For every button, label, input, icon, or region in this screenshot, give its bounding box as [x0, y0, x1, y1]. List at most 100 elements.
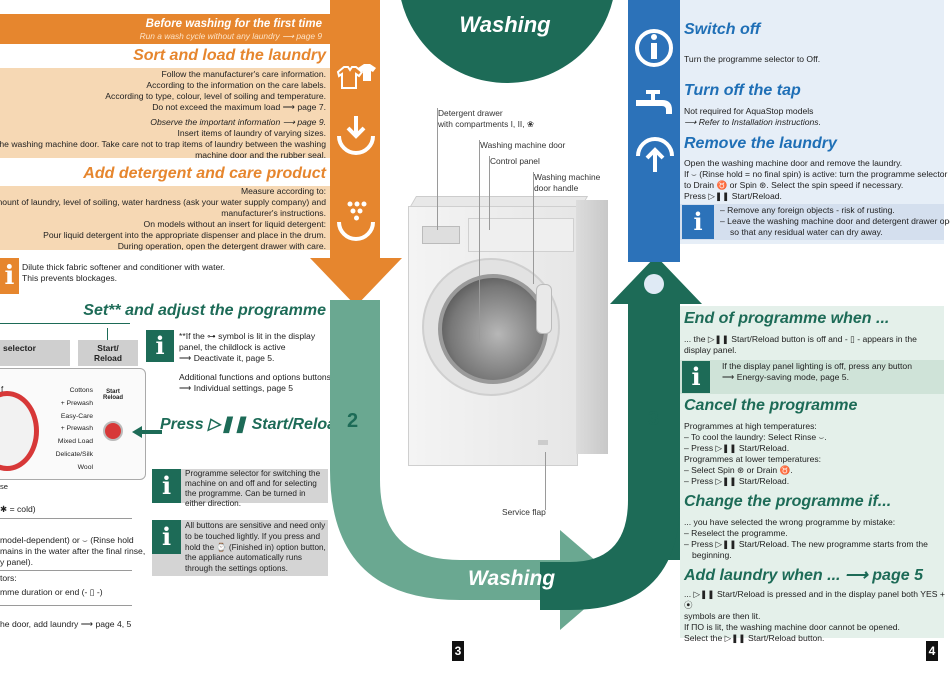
- cold-fragment: ✱ = cold): [0, 504, 36, 514]
- detergent-panel: Measure according to: The amount of laun…: [0, 186, 330, 252]
- rule: [0, 518, 132, 519]
- detergent-drawer[interactable]: [422, 226, 460, 244]
- additional-text: Additional functions and options buttons…: [179, 372, 331, 394]
- switch-text: Turn the programme selector to Off.: [684, 54, 821, 64]
- info-icon: i: [152, 520, 181, 554]
- info-line: machine on and off and for selecting: [185, 479, 317, 488]
- dial-mark: f: [1, 385, 4, 394]
- info-icon: i: [146, 330, 174, 362]
- control-panel-illustration: f Cottons + Prewash Easy-Care + Prewash …: [0, 368, 146, 480]
- switch-title: Switch off: [684, 21, 761, 38]
- frag-line: model-dependent) or ⌣ (Rinse hold: [0, 535, 134, 545]
- label-line: Washing machine: [534, 172, 601, 182]
- programme-item: + Prewash: [60, 425, 93, 433]
- programme-item: Mixed Load: [57, 438, 93, 446]
- change-line: beginning.: [692, 550, 732, 560]
- tap-icon: [636, 90, 672, 114]
- programme-dial[interactable]: [0, 391, 39, 471]
- cancel-line: – Select Spin ⊛ or Drain ♉.: [684, 465, 793, 475]
- sort-line: According to the information on the care…: [146, 80, 326, 90]
- childlock-line: ⟶ Deactivate it, page 5.: [179, 353, 275, 363]
- tors-fragment: tors:: [0, 573, 17, 583]
- end-info-box: i If the display panel lighting is off, …: [680, 360, 944, 394]
- page-number-right: 4: [926, 641, 938, 661]
- observe-text: Close the washing machine door. Take car…: [0, 139, 326, 149]
- start-reload-button[interactable]: [103, 421, 123, 441]
- remove-info-text: – Remove any foreign objects - risk of r…: [720, 205, 950, 238]
- remove-title: Remove the laundry: [684, 135, 837, 152]
- add-line: ... ▷❚❚ Start/Reload is pressed and in t…: [684, 589, 945, 610]
- add-line: If ΠO is lit, the washing machine door c…: [684, 622, 900, 632]
- step-3: 3: [648, 408, 660, 430]
- info-line: to be touched lightly. If you press and: [185, 531, 321, 541]
- blue-dot: [644, 274, 664, 294]
- sort-line: Do not exceed the maximum load ⟶ page 7.: [152, 102, 326, 112]
- programme-item: Wool: [77, 463, 93, 471]
- rule: [0, 570, 132, 571]
- detergent-icon: [337, 201, 375, 241]
- selector-tab: selector: [0, 340, 70, 366]
- before-subtitle: Run a wash cycle without any laundry ⟶ p…: [139, 31, 322, 41]
- sort-panel: Follow the manufacturer's care informati…: [0, 68, 330, 160]
- label-line: Detergent drawer: [438, 108, 503, 118]
- door-glass: [438, 274, 548, 384]
- add-title: Add laundry when ... ⟶ page 5: [684, 567, 923, 584]
- remove-line: Press ▷❚❚ Start/Reload.: [684, 191, 782, 201]
- step-2: 2: [347, 410, 359, 432]
- leader-door: [479, 140, 480, 342]
- tap-line: ⟶ Refer to Installation instructions.: [684, 117, 821, 127]
- info-line: either direction.: [185, 499, 241, 508]
- info-icon: i: [0, 258, 19, 294]
- cancel-line: – Press ▷❚❚ Start/Reload.: [684, 476, 790, 486]
- press-arrow: [132, 426, 162, 438]
- info-icon: i: [682, 361, 710, 393]
- set-title: Set** and adjust the programme: [83, 302, 326, 319]
- green-bottom-join: [540, 480, 680, 610]
- start-small-label: Start Reload: [102, 389, 123, 401]
- cancel-line: Programmes at high temperatures:: [684, 421, 817, 431]
- programme-list: Cottons + Prewash Easy-Care + Prewash Mi…: [35, 385, 93, 475]
- end-title: End of programme when ...: [684, 310, 890, 327]
- press-title: Press ▷❚❚ Start/Reload: [160, 416, 346, 433]
- remove-text: Open the washing machine door and remove…: [684, 158, 947, 202]
- selector-label: selector: [3, 343, 36, 353]
- label-drawer: Detergent drawer with compartments I, II…: [438, 108, 534, 129]
- info-line: the appliance automatically runs: [185, 553, 302, 563]
- softener-line: This prevents blockages.: [22, 273, 118, 283]
- end-text: ... the ▷❚❚ Start/Reload button is off a…: [684, 334, 917, 356]
- selector-info-box: i Programme selector for switching the m…: [152, 469, 328, 508]
- cancel-title: Cancel the programme: [684, 397, 858, 414]
- tap-text: Not required for AquaStop models ⟶ Refer…: [684, 106, 821, 128]
- page-number-left: 3: [452, 641, 464, 661]
- remove-line: to Drain ♉ or Spin ⊛. Select the spin sp…: [684, 180, 904, 190]
- switch-off-icon: [635, 29, 673, 67]
- end-line: display panel.: [684, 345, 737, 355]
- childlock-line: panel, the childlock is active: [179, 342, 286, 352]
- sort-line: According to type, colour, level of soil…: [105, 91, 326, 101]
- change-text: ... you have selected the wrong programm…: [684, 517, 928, 561]
- service-flap[interactable]: [538, 440, 548, 445]
- programme-item: Cottons: [69, 387, 93, 394]
- sort-title: Sort and load the laundry: [133, 47, 326, 64]
- info-icon: i: [152, 469, 181, 503]
- sort-line: Follow the manufacturer's care informati…: [161, 69, 326, 79]
- det-line: The amount of laundry, level of soiling,…: [0, 197, 326, 207]
- buttons-info-box: i All buttons are sensitive and need onl…: [152, 520, 328, 576]
- info-line: through the settings options.: [185, 564, 288, 574]
- additional-line: Additional functions and options buttons: [179, 372, 331, 382]
- observe-text: Insert items of laundry of varying sizes…: [177, 128, 326, 138]
- washing-top-title: Washing: [459, 12, 551, 37]
- before-header: Before washing for the first time Run a …: [0, 14, 330, 44]
- info-line: ⟶ Energy-saving mode, page 5.: [722, 372, 849, 382]
- childlock-text: **If the ⊶ symbol is lit in the display …: [179, 331, 315, 364]
- tap-line: Not required for AquaStop models: [684, 106, 814, 116]
- buttons-info-text: All buttons are sensitive and need only …: [185, 521, 326, 575]
- det-line: Measure according to:: [240, 186, 326, 196]
- observe-line: Observe the important information ⟶ page…: [150, 117, 326, 127]
- childlock-line: **If the ⊶ symbol is lit in the display: [179, 331, 316, 341]
- label-handle: Washing machine door handle: [534, 172, 600, 193]
- door-handle[interactable]: [536, 284, 552, 334]
- label-panel: Control panel: [490, 156, 540, 166]
- detergent-text: Measure according to: The amount of laun…: [0, 186, 326, 252]
- softener-text: Dilute thick fabric softener and conditi…: [22, 262, 225, 284]
